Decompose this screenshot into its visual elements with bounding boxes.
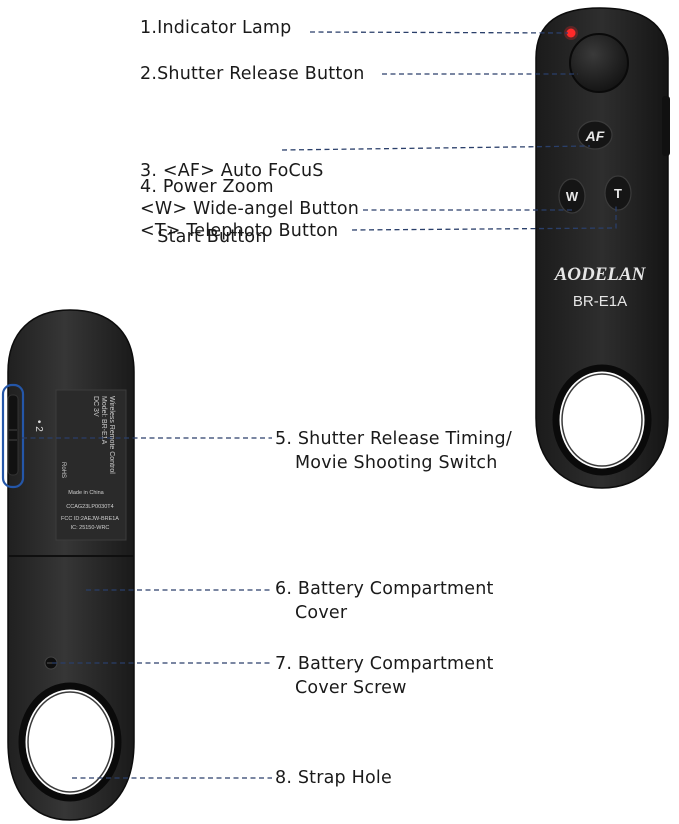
indicator-lamp — [566, 28, 576, 38]
t-button[interactable] — [604, 175, 632, 211]
callout-6-line1: 6. Battery Compartment — [275, 579, 494, 599]
callout-7-line1: 7. Battery Compartment — [275, 654, 494, 674]
callout-1-line1: 1.Indicator Lamp — [140, 18, 292, 38]
front-strap-hole — [552, 364, 652, 476]
callout-4-line1: 4. Power Zoom — [140, 177, 274, 197]
callout-battery-cover: 6. Battery Compartment Cover — [275, 577, 494, 625]
callout-4-line3: <T> Telephoto Button — [140, 221, 339, 241]
ic-label: IC: 25150-WRC — [71, 525, 110, 531]
back-label-line3: DC 3V — [92, 396, 99, 417]
w-button-label: W — [566, 189, 579, 204]
af-button-label: AF — [585, 128, 605, 144]
callout-8-line1: 8. Strap Hole — [275, 768, 392, 788]
callout-timing-switch: 5. Shutter Release Timing/ Movie Shootin… — [275, 427, 512, 475]
callout-af-button: 3. <AF> Auto FoCuS Start Button — [140, 116, 324, 270]
side-ridge — [662, 96, 670, 156]
made-in-label: Made in China — [68, 490, 104, 496]
shutter-release-button[interactable] — [569, 33, 629, 93]
back-label-line2: Model: BR-E1A — [100, 396, 107, 445]
af-button[interactable] — [577, 120, 613, 150]
rohs-mark: RoHS — [60, 462, 66, 478]
leader-3 — [281, 145, 591, 151]
callout-cover-screw: 7. Battery Compartment Cover Screw — [275, 652, 494, 700]
callout-indicator-lamp: 1.Indicator Lamp — [140, 17, 291, 39]
callout-2-line1: 2.Shutter Release Button — [140, 64, 365, 84]
front-remote: AF W T AODELAN BR-E1A — [535, 7, 670, 489]
leader-4t — [351, 205, 617, 231]
brand-logo: AODELAN — [554, 264, 647, 285]
callout-6-line2: Cover — [295, 603, 348, 623]
callout-3-line1: 3. <AF> Auto FoCuS — [140, 161, 324, 181]
timing-switch[interactable] — [7, 394, 19, 476]
cert-label: CCAG23LP0030T4 — [66, 504, 113, 510]
leader-1 — [309, 31, 569, 34]
back-strap-hole — [18, 682, 122, 802]
callout-strap-hole: 8. Strap Hole — [275, 767, 392, 789]
back-remote: Wireless Remote Control Model: BR-E1A DC… — [1, 309, 135, 821]
w-button[interactable] — [558, 178, 586, 214]
callout-5-line2: Movie Shooting Switch — [295, 453, 498, 473]
t-button-label: T — [614, 186, 622, 201]
leader-lines — [22, 31, 617, 779]
back-label-line1: Wireless Remote Control — [108, 396, 115, 474]
callout-shutter-button: 2.Shutter Release Button — [140, 63, 365, 85]
switch-highlight — [1, 383, 25, 489]
callout-power-zoom: 4. Power Zoom <W> Wide-angel Button <T> … — [140, 176, 359, 242]
callout-4-line2: <W> Wide-angel Button — [140, 199, 360, 219]
back-label-plate — [55, 389, 127, 541]
callout-5-line1: 5. Shutter Release Timing/ — [275, 429, 512, 449]
fcc-label: FCC ID:2AEJW-BRE1A — [61, 516, 119, 522]
callout-3-line2: Start Button — [140, 227, 267, 247]
switch-marks: • 2 — [33, 420, 44, 432]
model-label: BR-E1A — [573, 293, 627, 310]
callout-7-line2: Cover Screw — [295, 678, 407, 698]
